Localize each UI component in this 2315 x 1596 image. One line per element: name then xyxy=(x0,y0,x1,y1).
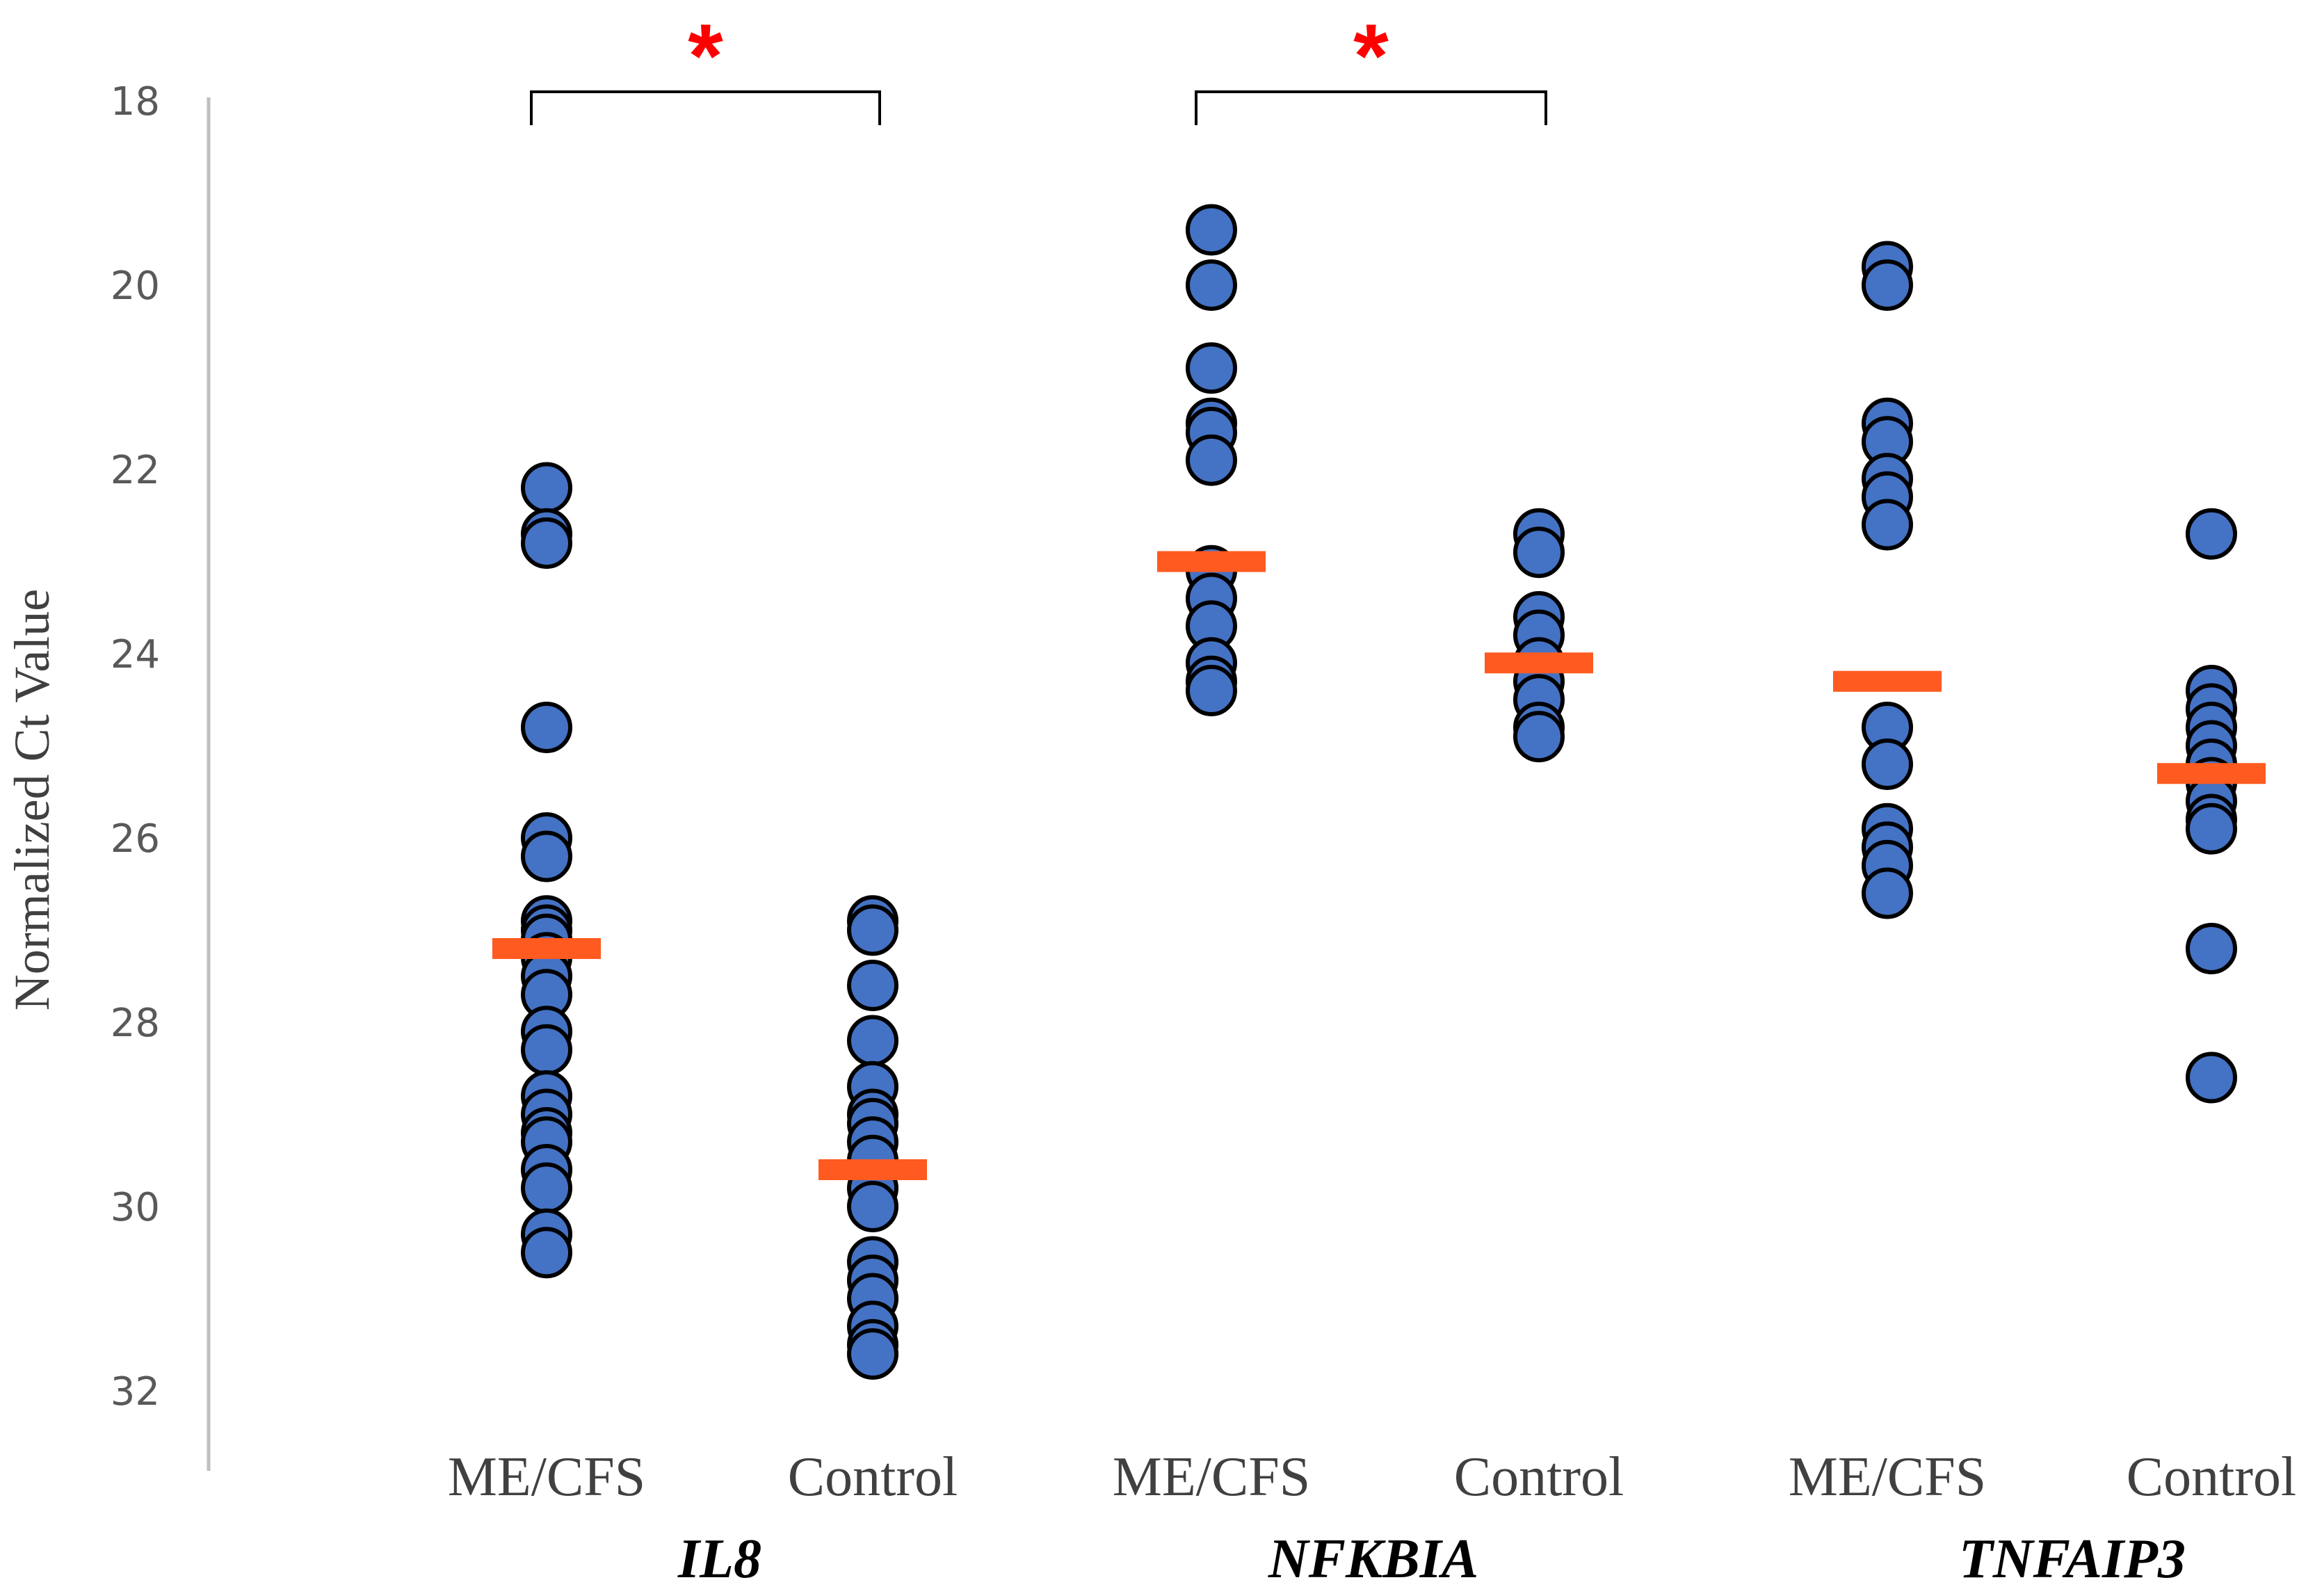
mean-bar xyxy=(1485,652,1593,674)
category-label: Control xyxy=(1454,1446,1624,1508)
data-point xyxy=(1513,526,1565,579)
mean-bar xyxy=(2157,763,2266,784)
data-point xyxy=(1862,739,1913,790)
data-point xyxy=(2186,508,2237,560)
data-point xyxy=(521,517,572,569)
category-label: Control xyxy=(788,1446,958,1508)
data-point xyxy=(521,702,572,753)
data-point xyxy=(1862,259,1913,311)
data-point xyxy=(521,1024,572,1076)
data-point xyxy=(521,1162,572,1214)
category-label: ME/CFS xyxy=(1789,1446,1987,1508)
mean-bar xyxy=(1157,551,1266,572)
y-tick-label: 22 xyxy=(111,448,160,493)
data-point xyxy=(1513,711,1565,763)
data-point xyxy=(1186,665,1237,716)
significance-bracket xyxy=(530,90,881,125)
significance-star: * xyxy=(1353,5,1389,106)
y-tick-label: 18 xyxy=(111,79,160,124)
data-point xyxy=(847,1015,898,1067)
y-tick-label: 28 xyxy=(111,1001,160,1046)
significance-bracket xyxy=(1195,90,1547,125)
gene-label: TNFAIP3 xyxy=(1959,1529,2186,1590)
gene-label: IL8 xyxy=(677,1529,761,1590)
mean-bar xyxy=(1833,670,1942,692)
data-point xyxy=(1186,342,1237,394)
category-label: Control xyxy=(2127,1446,2296,1508)
category-label: ME/CFS xyxy=(1113,1446,1311,1508)
y-tick-label: 30 xyxy=(111,1185,160,1230)
y-tick-label: 32 xyxy=(111,1369,160,1414)
data-point xyxy=(1862,867,1913,919)
data-point xyxy=(521,1227,572,1279)
data-point xyxy=(1186,434,1237,486)
significance-star: * xyxy=(688,5,723,106)
data-point xyxy=(521,830,572,882)
data-point xyxy=(847,1181,898,1232)
data-point xyxy=(847,1328,898,1380)
data-point xyxy=(1186,204,1237,256)
y-tick-label: 20 xyxy=(111,264,160,309)
data-point xyxy=(2186,803,2237,855)
mean-bar xyxy=(818,1159,927,1180)
data-point xyxy=(2186,923,2237,974)
mean-bar xyxy=(492,938,601,959)
data-point xyxy=(847,904,898,956)
data-point xyxy=(1862,499,1913,551)
gene-label: NFKBIA xyxy=(1268,1529,1478,1590)
data-point xyxy=(847,960,898,1011)
category-label: ME/CFS xyxy=(448,1446,646,1508)
y-tick-label: 24 xyxy=(111,632,160,677)
data-point xyxy=(1186,259,1237,311)
y-tick-label: 26 xyxy=(111,816,160,862)
data-point xyxy=(2186,1051,2237,1104)
data-point xyxy=(521,462,572,514)
y-axis-label: Normalized Ct Value xyxy=(4,589,60,1011)
